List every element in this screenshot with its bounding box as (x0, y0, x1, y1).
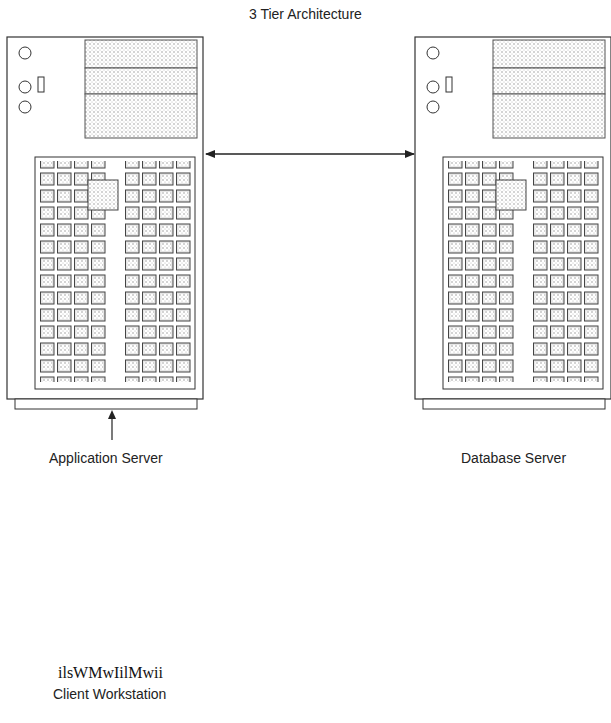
server-node: Database Server (416, 36, 611, 468)
server-node: Application Server (8, 36, 204, 468)
leader-arrow (108, 410, 116, 440)
node-label: Application Server (49, 450, 163, 466)
garbled-text: ilsWMwIilMwii (58, 664, 163, 682)
node-label: Client Workstation (53, 686, 166, 702)
connector-arrow (206, 153, 414, 154)
diagram-title: 3 Tier Architecture (249, 6, 362, 22)
workstation-node: Client Workstation (40, 684, 180, 706)
node-label: Database Server (461, 450, 566, 466)
